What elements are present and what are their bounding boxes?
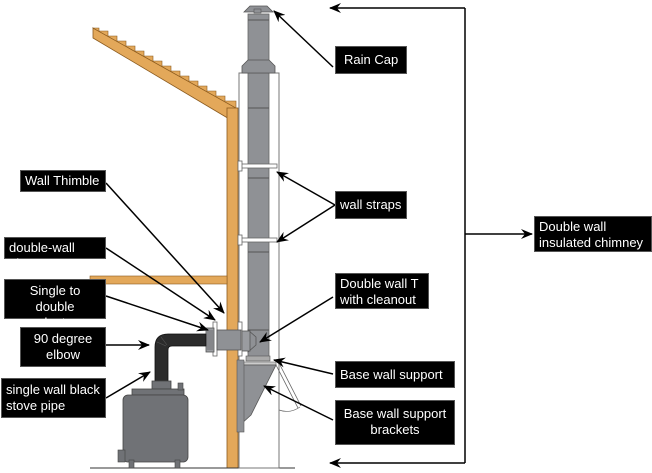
wall-stud (226, 107, 239, 469)
label-double-wall-pipe: double-wall pipe (4, 237, 106, 271)
leader-lines (105, 2, 533, 468)
label-wall-thimble: Wall Thimble (20, 170, 106, 192)
label-double-wall-insulated-chimney: Double wall insulated chimney (534, 216, 652, 252)
label-rain-cap: Rain Cap (335, 46, 407, 74)
base-wall-support (236, 355, 277, 433)
label-single-wall-black-stove-pipe: single wall black stove pipe (1, 378, 106, 418)
wall-strap-upper (237, 160, 278, 172)
adaptor (205, 327, 215, 353)
support-brackets (275, 364, 302, 412)
label-base-wall-support: Base wall support (335, 361, 455, 388)
stove-pipe (154, 333, 207, 384)
label-base-wall-support-brackets: Base wall support brackets (335, 400, 455, 445)
wood-stove (117, 380, 189, 469)
label-wall-straps: wall straps (335, 191, 407, 219)
chimney-top (241, 13, 276, 74)
label-single-to-double-adaptor: Single to double adaptor (4, 279, 106, 330)
roof-rafter (91, 27, 237, 124)
label-double-wall-t-with-cleanout: Double wall T with cleanout (335, 273, 429, 309)
wall-thimble (212, 321, 243, 357)
double-wall-tee (239, 329, 257, 353)
rain-cap (243, 5, 274, 14)
label-90-degree-elbow: 90 degree elbow (20, 327, 106, 367)
chimney-pipe (247, 72, 270, 359)
